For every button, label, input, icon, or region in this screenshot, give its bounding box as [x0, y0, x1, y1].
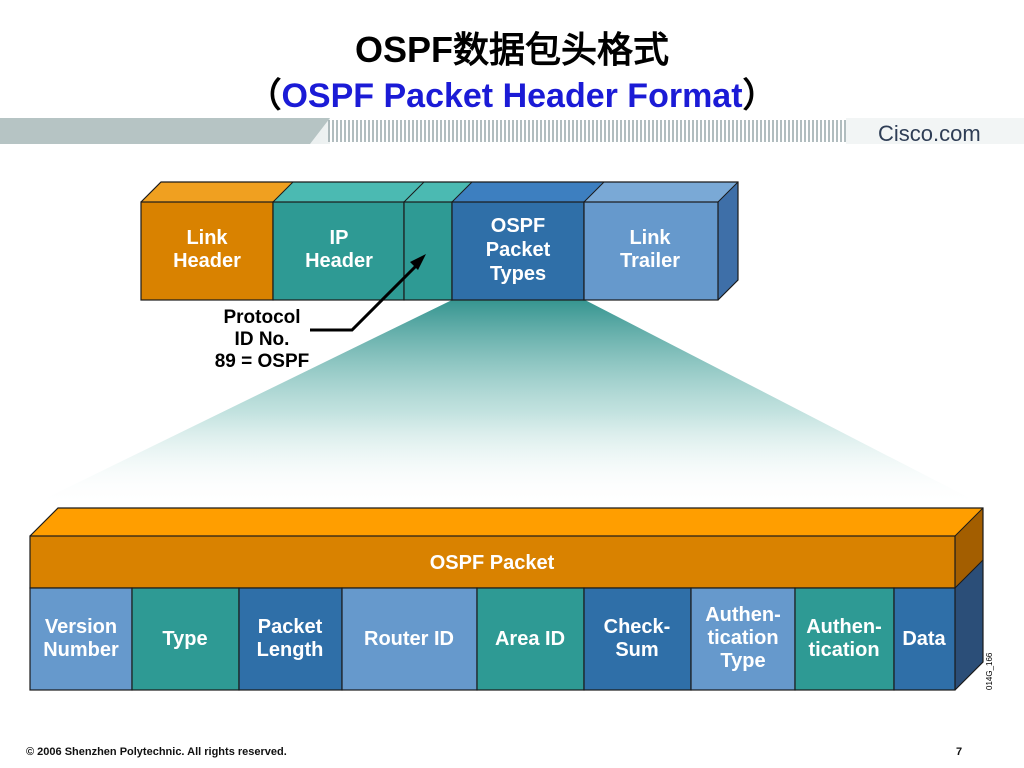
field-authentication-label: Authen-tication	[806, 616, 882, 661]
link-header-top	[141, 182, 293, 202]
subtitle-close-paren: ）	[742, 77, 777, 115]
slide-subtitle: （OSPF Packet Header Format）	[0, 74, 1024, 118]
packet-banner-label: OSPF Packet	[430, 552, 555, 574]
packet-top-face	[30, 508, 983, 536]
field-area-id-label: Area ID	[495, 628, 565, 650]
cisco-logo: Cisco.com	[878, 121, 981, 146]
field-type-label: Type	[162, 628, 207, 650]
expansion-fan	[30, 300, 985, 506]
field-authentication	[794, 587, 895, 691]
ospf-types-top	[452, 182, 604, 202]
field-checksum	[583, 587, 692, 691]
field-checksum-label: Check-Sum	[604, 616, 671, 661]
ip-header-box	[272, 201, 405, 301]
ip-header-top	[273, 182, 424, 202]
field-data	[893, 587, 956, 691]
subtitle-open-paren: （	[247, 77, 282, 115]
field-type	[131, 587, 240, 691]
header-stripe-band	[0, 118, 1024, 144]
copyright-footer: © 2006 Shenzhen Polytechnic. All rights …	[26, 746, 287, 758]
link-trailer-side	[718, 182, 738, 300]
ospf-types-box	[451, 201, 585, 301]
packet-banner	[29, 535, 956, 589]
protocol-slot-box	[403, 201, 453, 301]
link-trailer-box	[583, 201, 719, 301]
field-packet-length	[238, 587, 343, 691]
packet-banner-side	[955, 508, 983, 588]
page-number: 7	[956, 746, 963, 758]
protocol-slot-top	[404, 182, 472, 202]
subtitle-english: OSPF Packet Header Format	[281, 77, 743, 115]
link-trailer-top	[584, 182, 738, 202]
packet-fields-side	[955, 560, 983, 690]
arrow-head	[410, 254, 426, 270]
field-data-label: Data	[902, 628, 946, 650]
link-header-box	[140, 201, 274, 301]
figure-code: 014G_166	[985, 652, 994, 690]
protocol-arrow	[310, 254, 426, 332]
slide-title: OSPF数据包头格式	[354, 29, 670, 70]
field-router-id-label: Router ID	[364, 628, 454, 650]
